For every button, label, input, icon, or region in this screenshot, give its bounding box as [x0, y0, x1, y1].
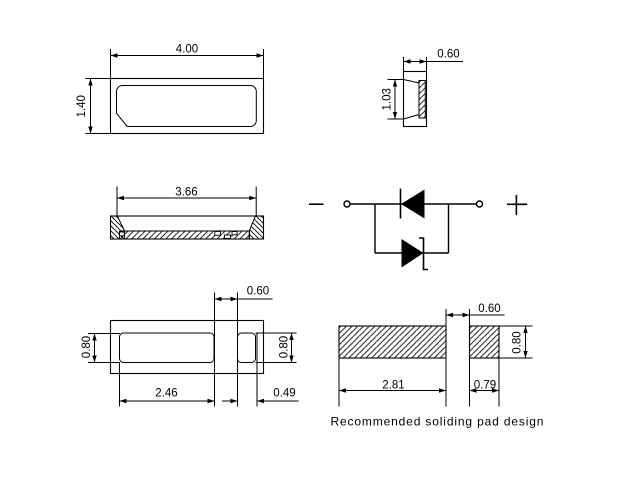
- svg-text:0.80: 0.80: [279, 336, 291, 358]
- svg-text:2.81: 2.81: [382, 379, 404, 391]
- svg-text:3.66: 3.66: [175, 186, 197, 198]
- svg-text:4.00: 4.00: [176, 44, 198, 56]
- svg-text:0.79: 0.79: [474, 379, 496, 391]
- svg-text:0.60: 0.60: [478, 303, 500, 315]
- svg-text:0.80: 0.80: [81, 336, 93, 358]
- svg-text:0.49: 0.49: [273, 388, 295, 400]
- svg-text:1.03: 1.03: [381, 88, 393, 110]
- svg-text:2.46: 2.46: [155, 388, 177, 400]
- svg-text:Recommended soliding pad desig: Recommended soliding pad design: [331, 415, 545, 429]
- svg-text:0.80: 0.80: [511, 331, 523, 353]
- svg-text:0.60: 0.60: [437, 49, 459, 61]
- svg-text:0.60: 0.60: [247, 286, 269, 298]
- svg-text:1.40: 1.40: [76, 95, 88, 117]
